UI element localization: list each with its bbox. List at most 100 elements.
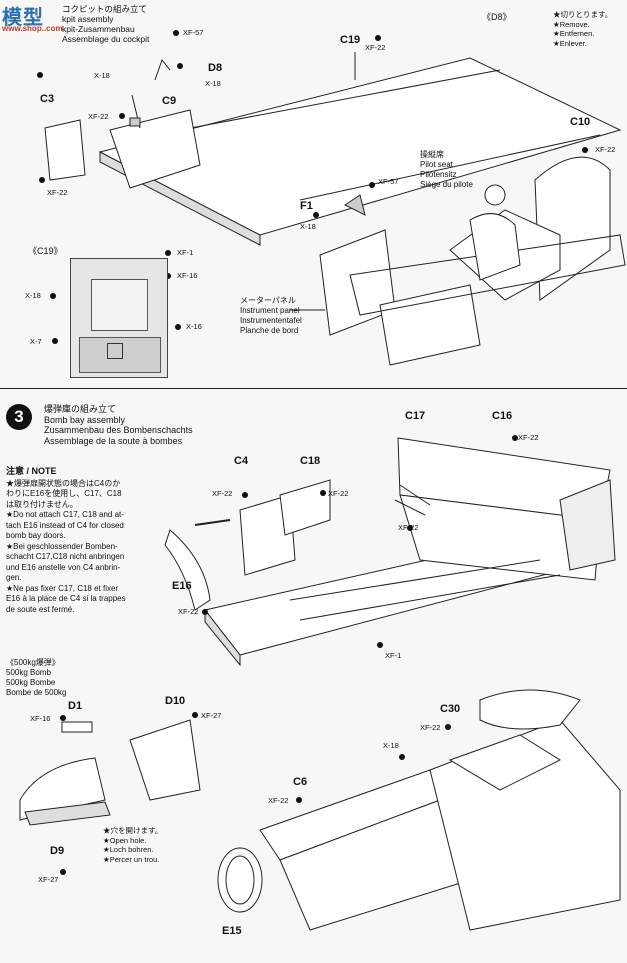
color-xf22-c16: XF-22 bbox=[518, 433, 539, 442]
note-line: E16 à la place de C4 si la trappes bbox=[6, 594, 126, 603]
part-d10: D10 bbox=[165, 695, 186, 707]
step3-title-jp: 爆弾庫の組み立て bbox=[44, 404, 117, 414]
note-line: ★Ne pas fixer C17, C18 et fixer bbox=[6, 583, 119, 593]
part-d1: D1 bbox=[68, 700, 83, 712]
hole-note-jp: ★穴を開けます。 bbox=[103, 826, 163, 835]
part-c19: C19 bbox=[340, 34, 361, 46]
note-line: de soute est fermé. bbox=[6, 604, 75, 614]
cut-note-de: ★Entfernen. bbox=[553, 29, 595, 38]
instrument-panel-label: メーターパネル Instrument panel Instrumententaf… bbox=[240, 296, 302, 336]
color-x18-d8: X-18 bbox=[205, 79, 221, 88]
color-x16-inset: X-16 bbox=[186, 322, 202, 331]
color-xf22-c17: XF-22 bbox=[398, 523, 419, 532]
color-xf22-c18: XF-22 bbox=[328, 489, 349, 498]
instrument-panel-jp: メーターパネル bbox=[240, 296, 296, 305]
color-x18-a: X-18 bbox=[94, 71, 110, 80]
note-block: 注意 / NOTE ★爆弾扉開状態の場合はC4のか わりにE16を使用し、C17… bbox=[6, 466, 206, 615]
part-c18: C18 bbox=[300, 455, 321, 467]
color-xf22-c19: XF-22 bbox=[365, 43, 386, 52]
part-e16: E16 bbox=[172, 580, 192, 592]
color-xf16-d1: XF-16 bbox=[30, 714, 51, 723]
hole-note: ★穴を開けます。 ★Open hole. ★Loch bohren. ★Perc… bbox=[103, 826, 162, 864]
step3-number: 3 bbox=[6, 404, 32, 430]
step2-title: コクピットの組み立て kpit assembly kpit-Zusammenba… bbox=[62, 4, 149, 44]
part-d9: D9 bbox=[50, 845, 65, 857]
section-divider bbox=[0, 388, 627, 389]
part-c10: C10 bbox=[570, 116, 591, 128]
cut-note-fr: ★Enlever. bbox=[553, 38, 587, 48]
color-xf1-inset: XF-1 bbox=[177, 248, 194, 257]
note-line: gen. bbox=[6, 573, 22, 582]
color-xf27-d9: XF-27 bbox=[38, 875, 59, 884]
color-xf22-e16: XF-22 bbox=[178, 607, 199, 616]
pilot-seat-label: 操縦席 Pilot seat Pilotensitz Siège du pilo… bbox=[420, 150, 473, 190]
hole-note-en: ★Open hole. bbox=[103, 835, 147, 845]
inset-c19-panel bbox=[70, 258, 168, 378]
pilot-seat-fr: Siège du pilote bbox=[420, 180, 473, 189]
instrument-panel-en: Instrument panel bbox=[240, 306, 300, 315]
cut-note: ★切りとります。 ★Remove. ★Entfernen. ★Enlever. bbox=[553, 10, 612, 48]
part-f1: F1 bbox=[300, 200, 313, 212]
part-c30: C30 bbox=[440, 703, 461, 715]
part-c4: C4 bbox=[234, 455, 249, 467]
hole-note-fr: ★Percer un trou. bbox=[103, 854, 160, 864]
step2-title-fr: Assemblage du cockpit bbox=[62, 34, 150, 44]
part-d8: D8 bbox=[208, 62, 223, 74]
step3-title-de: Zusammenbau des Bombenschachts bbox=[44, 425, 193, 435]
step3-title-fr: Assemblage de la soute à bombes bbox=[44, 435, 183, 446]
part-c16: C16 bbox=[492, 410, 513, 422]
color-x18-f1: X-18 bbox=[300, 222, 316, 231]
watermark-url: www.shop..com bbox=[2, 24, 63, 33]
part-c3: C3 bbox=[40, 93, 55, 105]
color-x7-inset: X-7 bbox=[30, 337, 42, 346]
color-xf22-c10: XF-22 bbox=[595, 145, 616, 154]
color-xf22-c3: XF-22 bbox=[47, 188, 68, 197]
color-xf16-inset: XF-16 bbox=[177, 271, 198, 280]
hole-note-de: ★Loch bohren. bbox=[103, 845, 154, 854]
note-line: ★爆弾扉開状態の場合はC4のか bbox=[6, 478, 121, 488]
note-line: は取り付けません。 bbox=[6, 499, 78, 509]
part-e15: E15 bbox=[222, 925, 242, 937]
bomb-title-en: 500kg Bomb bbox=[6, 668, 51, 677]
pilot-seat-en: Pilot seat bbox=[420, 160, 453, 169]
part-c6: C6 bbox=[293, 776, 308, 788]
part-c9: C9 bbox=[162, 95, 177, 107]
bomb-title-de: 500kg Bombe bbox=[6, 678, 56, 687]
note-line: ★Do not attach C17, C18 and at- bbox=[6, 510, 124, 519]
pilot-seat-de: Pilotensitz bbox=[420, 170, 457, 179]
step3-title-en: Bomb bay assembly bbox=[44, 414, 126, 425]
watermark-logo-text: 模型 bbox=[2, 5, 44, 29]
d8-ref: 《D8》 bbox=[482, 12, 512, 22]
step2-title-en: kpit assembly bbox=[62, 14, 114, 24]
bomb-title-fr: Bombe de 500kg bbox=[6, 688, 67, 697]
part-c17: C17 bbox=[405, 410, 426, 422]
color-xf27-d10: XF-27 bbox=[201, 711, 222, 720]
color-xf22-c6: XF-22 bbox=[268, 796, 289, 805]
color-xf1-bay: XF-1 bbox=[385, 651, 402, 660]
instrument-panel-fr: Planche de bord bbox=[240, 326, 299, 335]
watermark-logo: 模型 www.shop..com bbox=[0, 0, 100, 36]
step3-title: 爆弾庫の組み立て Bomb bay assembly Zusammenbau d… bbox=[44, 404, 193, 446]
color-xf22-c9: XF-22 bbox=[88, 112, 109, 121]
color-xf22-c4: XF-22 bbox=[212, 489, 233, 498]
note-line: schacht C17,C18 nicht anbringen bbox=[6, 552, 125, 561]
color-x18-inset: X-18 bbox=[25, 291, 41, 300]
note-line: ★Bei geschlossender Bomben- bbox=[6, 541, 118, 551]
cut-note-en: ★Remove. bbox=[553, 19, 590, 29]
note-line: tach E16 instead of C4 for closed bbox=[6, 520, 124, 530]
color-xf57-b: XF-57 bbox=[378, 177, 399, 186]
color-xf57-a: XF-57 bbox=[183, 28, 204, 37]
step2-title-jp: コクピットの組み立て bbox=[62, 4, 148, 14]
note-line: わりにE16を使用し、C17、C18 bbox=[6, 489, 122, 498]
bomb-title-jp: 《500kg爆弾》 bbox=[6, 658, 60, 667]
bomb-title: 《500kg爆弾》 500kg Bomb 500kg Bombe Bombe d… bbox=[6, 658, 67, 698]
color-x18-c6: X-18 bbox=[383, 741, 399, 750]
step2-title-de: kpit-Zusammenbau bbox=[62, 24, 135, 34]
note-heading: 注意 / NOTE bbox=[6, 466, 57, 476]
note-line: bomb bay doors. bbox=[6, 531, 66, 540]
instrument-panel-de: Instrumententafel bbox=[240, 316, 302, 325]
color-xf22-c30: XF-22 bbox=[420, 723, 441, 732]
cut-note-jp: ★切りとります。 bbox=[553, 10, 613, 19]
